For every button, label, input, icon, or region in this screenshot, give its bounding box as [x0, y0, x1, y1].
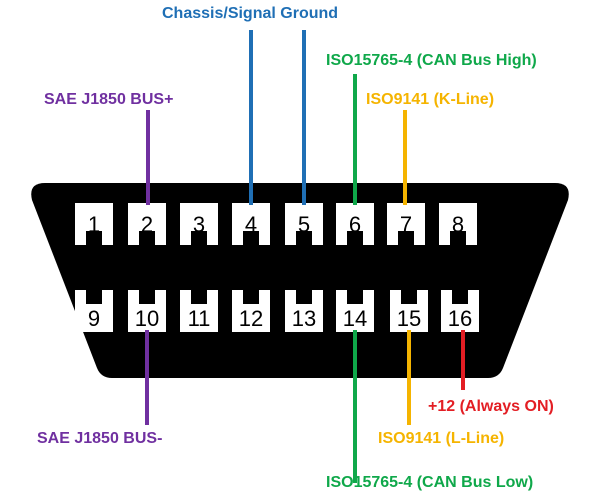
pin-contact	[139, 231, 155, 245]
pin-9: 9	[75, 290, 113, 332]
pin-6: 6	[336, 203, 374, 245]
label-can-low: ISO15765-4 (CAN Bus Low)	[326, 474, 533, 491]
pin-15: 15	[390, 290, 428, 332]
label-sae-minus: SAE J1850 BUS-	[37, 430, 162, 447]
pin-contact	[450, 231, 466, 245]
pin-16: 16	[441, 290, 479, 332]
pin-number: 15	[397, 306, 421, 331]
pin-number: 11	[188, 306, 211, 331]
pin-contact	[296, 231, 312, 245]
pin-contact	[139, 290, 155, 304]
pin-14: 14	[336, 290, 374, 332]
pin-contact	[191, 231, 207, 245]
pin-7: 7	[387, 203, 425, 245]
pin-contact	[452, 290, 468, 304]
pin-1: 1	[75, 203, 113, 245]
pin-5: 5	[285, 203, 323, 245]
pin-number: 16	[448, 306, 472, 331]
pin-number: 14	[343, 306, 367, 331]
pin-number: 13	[292, 306, 316, 331]
label-chassis-ground: Chassis/Signal Ground	[162, 5, 338, 22]
pin-number: 7	[400, 212, 412, 237]
pin-contact	[401, 290, 417, 304]
pin-number: 4	[245, 212, 257, 237]
pin-contact	[347, 290, 363, 304]
pin-number: 10	[135, 306, 159, 331]
pin-10: 10	[128, 290, 166, 332]
pin-8: 8	[439, 203, 477, 245]
label-always-on: +12 (Always ON)	[428, 398, 554, 415]
pin-contact	[398, 231, 414, 245]
top-pin-row: 1 2 3 4 5 6 7 8	[75, 203, 477, 245]
label-k-line: ISO9141 (K-Line)	[366, 91, 494, 108]
pin-contact	[86, 290, 102, 304]
pin-13: 13	[285, 290, 323, 332]
label-l-line: ISO9141 (L-Line)	[378, 430, 504, 447]
pin-number: 12	[239, 306, 263, 331]
pin-number: 2	[141, 212, 153, 237]
pin-contact	[191, 290, 207, 304]
label-sae-plus: SAE J1850 BUS+	[44, 91, 173, 108]
pin-number: 3	[193, 212, 205, 237]
pin-contact	[296, 290, 312, 304]
pin-number: 1	[88, 212, 100, 237]
pin-number: 9	[88, 306, 100, 331]
pin-number: 6	[349, 212, 361, 237]
pin-11: 11	[180, 290, 218, 332]
pin-contact	[347, 231, 363, 245]
pin-contact	[243, 290, 259, 304]
bottom-pin-row: 9 10 11 12 13 14 15 16	[75, 290, 479, 332]
pin-3: 3	[180, 203, 218, 245]
pin-12: 12	[232, 290, 270, 332]
pin-4: 4	[232, 203, 270, 245]
pin-number: 5	[298, 212, 310, 237]
pin-contact	[86, 231, 102, 245]
pin-number: 8	[452, 212, 464, 237]
pin-2: 2	[128, 203, 166, 245]
pin-contact	[243, 231, 259, 245]
label-can-high: ISO15765-4 (CAN Bus High)	[326, 52, 537, 69]
